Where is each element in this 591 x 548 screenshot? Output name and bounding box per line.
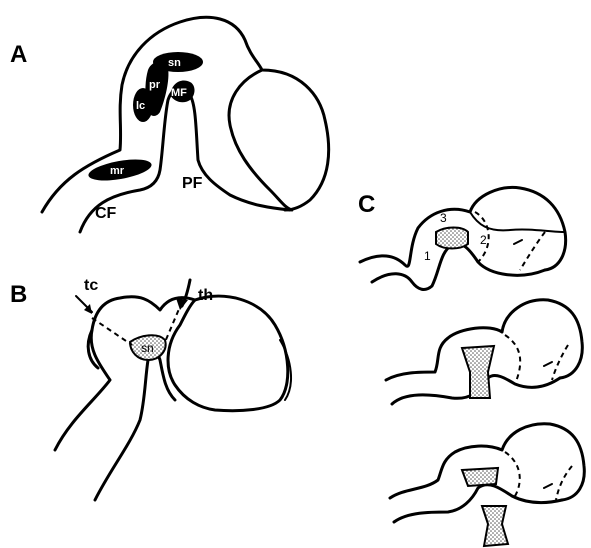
c3-arrow	[544, 484, 552, 488]
label-cf: CF	[95, 205, 117, 222]
c1-arrow	[514, 240, 522, 244]
c3-dashed-2	[556, 466, 572, 500]
panel-b-label-tc: tc	[84, 277, 98, 294]
panel-c-embryo-1: 1 2 3	[360, 187, 566, 289]
panel-a-letter: A	[10, 41, 27, 68]
panel-b-arrowhead-th	[176, 298, 188, 310]
c1-num-3: 3	[440, 211, 447, 225]
panel-b-cut-line-tc	[92, 318, 132, 345]
label-lc: lc	[136, 100, 145, 112]
panel-c-embryo-2	[386, 300, 582, 404]
panel-b-label-sn: sn	[141, 341, 154, 355]
c3-cut-band	[462, 468, 498, 486]
c2-sn-region	[462, 346, 494, 398]
c3-transplant	[482, 506, 508, 546]
label-mf: MF	[171, 87, 187, 99]
panel-c: C 1 2 3	[358, 187, 584, 546]
label-pr: pr	[149, 79, 161, 91]
c2-dashed-1	[505, 335, 520, 384]
c2-arrow	[544, 362, 552, 366]
panel-a-forebrain-vesicle	[229, 70, 292, 210]
panel-b-letter: B	[10, 281, 27, 308]
c3-dashed-1	[505, 452, 520, 496]
c3-inner	[394, 485, 562, 522]
panel-c-embryo-3	[390, 424, 584, 546]
c1-dashed-2	[520, 232, 545, 270]
label-pf: PF	[182, 175, 203, 192]
c1-num-1: 1	[424, 249, 431, 263]
panel-a: A sn pr lc MF mr PF CF	[10, 17, 329, 232]
c2-dashed-2	[552, 345, 568, 380]
c1-num-2: 2	[480, 233, 487, 247]
c1-inner	[372, 244, 545, 290]
c1-sn-region	[436, 228, 468, 249]
panel-b-label-th: th	[198, 287, 213, 304]
label-mr: mr	[110, 165, 125, 177]
panel-c-letter: C	[358, 191, 375, 218]
label-sn: sn	[168, 57, 181, 69]
c3-outer	[390, 424, 584, 500]
panel-b: B sn tc th	[10, 277, 291, 500]
panel-b-forebrain-vesicle	[168, 296, 288, 411]
